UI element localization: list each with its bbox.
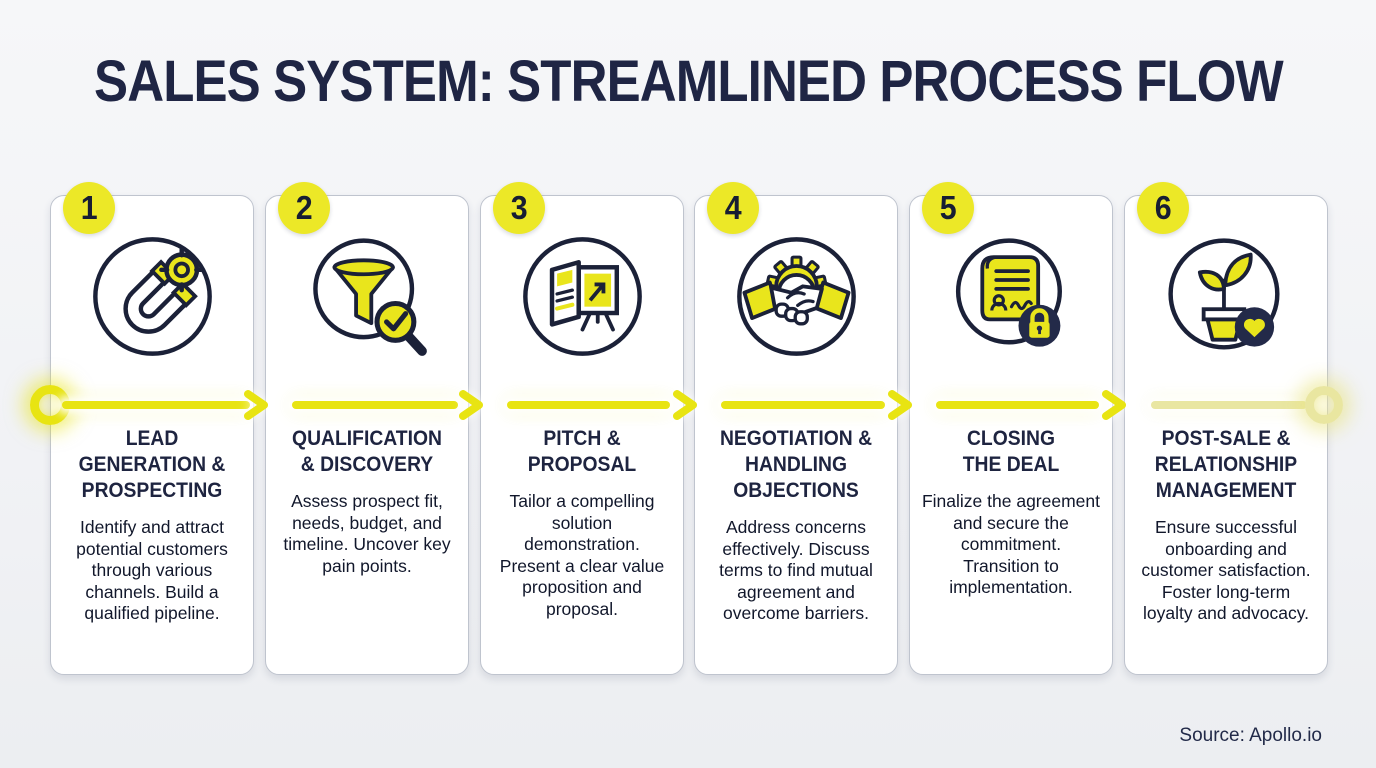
step-number-badge: 1 [63, 182, 115, 234]
step-card-5: 5 CLOSING THE DEAL [909, 182, 1113, 675]
step-card-1: 1 LEAD GENERATION & PROSPECTING [50, 182, 254, 675]
step-title: PITCH & PROPOSAL [527, 427, 637, 476]
step-title: NEGOTIATION & HANDLING OBJECTIONS [719, 427, 873, 502]
step-card-2: 2 QUALIFICATION & DISCOVERY Assess prosp… [265, 182, 469, 675]
funnel-magnifier-icon [304, 233, 431, 360]
step-number: 3 [510, 189, 528, 226]
magnet-target-icon [89, 233, 216, 360]
step-number-badge: 6 [1137, 182, 1189, 234]
step-number-badge: 5 [922, 182, 974, 234]
presentation-board-icon [519, 233, 646, 360]
step-number-badge: 3 [493, 182, 545, 234]
step-description: Ensure successful onboarding and custome… [1141, 517, 1311, 623]
step-title: POST-SALE & RELATIONSHIP MANAGEMENT [1154, 427, 1298, 502]
step-card-3: 3 PITCH & [480, 182, 684, 675]
step-description: Tailor a compelling solution demonstrati… [499, 491, 665, 619]
step-card-4: 4 [694, 182, 898, 675]
step-card-6: 6 POST-SALE & RELATIONSHIP MANAGEMENT En… [1124, 182, 1328, 675]
page-title-text: SALES SYSTEM: STREAMLINED PROCESS FLOW [93, 49, 1284, 114]
step-description: Finalize the agreement and secure the co… [921, 491, 1101, 597]
step-title: CLOSING THE DEAL [962, 427, 1060, 476]
arrow-right-icon [673, 390, 697, 420]
source-attribution: Source: Apollo.io [1179, 725, 1322, 746]
step-title: QUALIFICATION & DISCOVERY [292, 427, 442, 476]
step-number: 4 [724, 189, 742, 226]
step-number: 5 [939, 189, 957, 226]
arrow-right-icon [888, 390, 912, 420]
step-number-badge: 2 [278, 182, 330, 234]
step-number: 2 [295, 189, 313, 226]
step-title: LEAD GENERATION & PROSPECTING [78, 427, 226, 502]
flow-end-node [1305, 386, 1343, 424]
step-description: Identify and attract potential customers… [76, 517, 228, 623]
flow-line-segment [721, 401, 885, 409]
contract-lock-icon [948, 233, 1075, 360]
flow-line-segment [507, 401, 670, 409]
arrow-right-icon [1102, 390, 1126, 420]
flow-line-segment [292, 401, 458, 409]
flow-line-segment [936, 401, 1099, 409]
plant-heart-icon [1163, 233, 1290, 360]
flow-line-segment [62, 401, 250, 409]
arrow-right-icon [459, 390, 483, 420]
arrow-right-icon [244, 390, 268, 420]
flow-line-segment-faded [1151, 401, 1307, 409]
step-number: 1 [80, 189, 98, 226]
step-number: 6 [1154, 189, 1172, 226]
step-description: Address concerns effectively. Discuss te… [719, 517, 873, 623]
step-description: Assess prospect fit, needs, budget, and … [283, 491, 451, 576]
page-title: SALES SYSTEM: STREAMLINED PROCESS FLOW [0, 48, 1376, 115]
step-number-badge: 4 [707, 182, 759, 234]
handshake-gear-icon [733, 233, 860, 360]
